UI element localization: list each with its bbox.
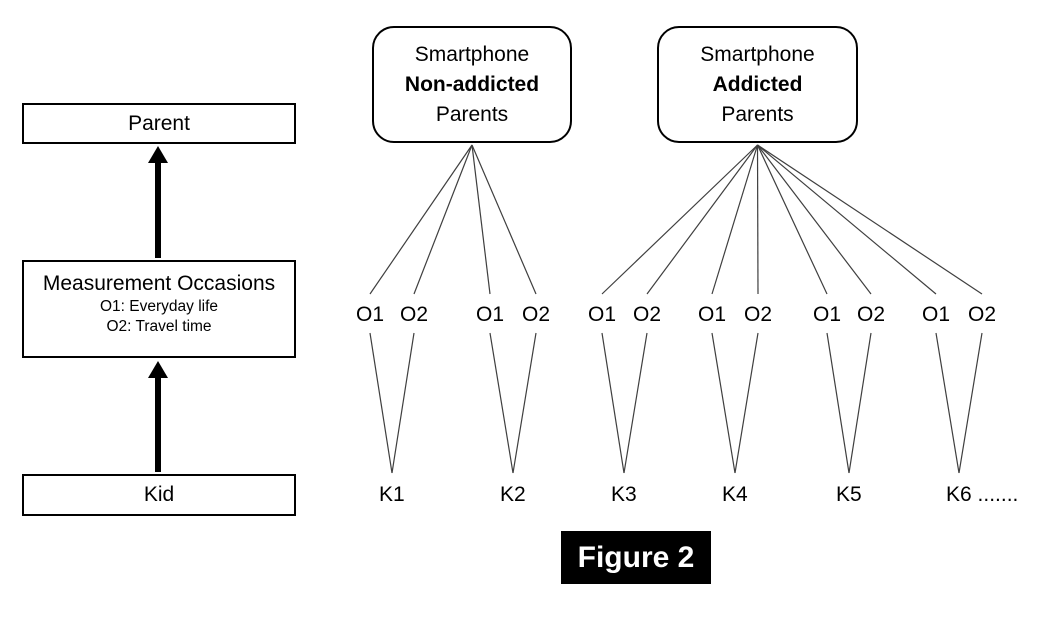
v-edge bbox=[369, 332, 393, 474]
fan-edge bbox=[601, 144, 758, 295]
cluster-line: Parents bbox=[435, 102, 509, 126]
fan-edge bbox=[757, 144, 872, 295]
v-edge bbox=[512, 332, 537, 474]
occasion-label: O1 bbox=[475, 303, 505, 326]
occasion-label: O2 bbox=[967, 303, 997, 326]
v-edge bbox=[935, 332, 960, 474]
parent-box: Parent bbox=[22, 103, 296, 144]
kid-label: K3 bbox=[611, 483, 637, 506]
fan-edge bbox=[413, 144, 473, 295]
occasion-label: O1 bbox=[355, 303, 385, 326]
parent-box-label: Parent bbox=[128, 111, 190, 135]
flow-arrow-head bbox=[148, 361, 168, 378]
kid-box-label: Kid bbox=[143, 483, 175, 506]
occasion-label: O2 bbox=[632, 303, 662, 326]
figure-caption-box: Figure 2 bbox=[561, 531, 711, 584]
occasion-label: O1 bbox=[587, 303, 617, 326]
occasion-label: O1 bbox=[812, 303, 842, 326]
v-edge bbox=[711, 332, 736, 474]
fan-edge bbox=[711, 144, 759, 295]
measurement-box-title: Measurement Occasions bbox=[42, 272, 276, 295]
occasion-label: O1 bbox=[697, 303, 727, 326]
fan-edge bbox=[757, 144, 937, 295]
kid-label: K2 bbox=[500, 483, 526, 506]
v-edge bbox=[734, 332, 759, 474]
cluster-addicted-parents: Smartphone Addicted Parents bbox=[657, 26, 858, 143]
fan-edge bbox=[756, 144, 759, 295]
fan-edge bbox=[757, 144, 983, 295]
occasion-label: O2 bbox=[743, 303, 773, 326]
kid-box: Kid bbox=[22, 474, 296, 516]
measurement-occasions-box: Measurement Occasions O1: Everyday life … bbox=[22, 260, 296, 358]
fan-edge bbox=[756, 144, 828, 295]
v-edge bbox=[848, 332, 872, 474]
occasion-label: O1 bbox=[921, 303, 951, 326]
v-edge bbox=[391, 332, 415, 474]
v-edge bbox=[826, 332, 850, 474]
cluster-line-bold: Non-addicted bbox=[404, 72, 540, 96]
occasion-label: O2 bbox=[856, 303, 886, 326]
occasion-label: O2 bbox=[399, 303, 429, 326]
cluster-line: Smartphone bbox=[414, 42, 530, 66]
kid-label: K5 bbox=[836, 483, 862, 506]
flow-arrow-head bbox=[148, 146, 168, 163]
cluster-line-bold: Addicted bbox=[712, 72, 803, 96]
cluster-non-addicted-parents: Smartphone Non-addicted Parents bbox=[372, 26, 572, 143]
v-edge bbox=[623, 332, 648, 474]
fan-edge bbox=[471, 144, 537, 295]
measurement-box-sub2: O2: Travel time bbox=[106, 318, 212, 335]
kid-label: K6 ....... bbox=[946, 483, 1019, 506]
fan-edge bbox=[369, 144, 473, 295]
kid-label: K1 bbox=[379, 483, 405, 506]
figure-caption-label: Figure 2 bbox=[577, 540, 695, 574]
v-edge bbox=[489, 332, 514, 474]
measurement-box-sub1: O1: Everyday life bbox=[99, 298, 219, 315]
fan-edge bbox=[471, 144, 491, 295]
kid-label: K4 bbox=[722, 483, 748, 506]
cluster-line: Parents bbox=[721, 102, 794, 126]
v-edge bbox=[601, 332, 625, 474]
cluster-line: Smartphone bbox=[700, 42, 815, 66]
fan-edge bbox=[646, 144, 758, 295]
occasion-label: O2 bbox=[521, 303, 551, 326]
v-edge bbox=[958, 332, 983, 474]
